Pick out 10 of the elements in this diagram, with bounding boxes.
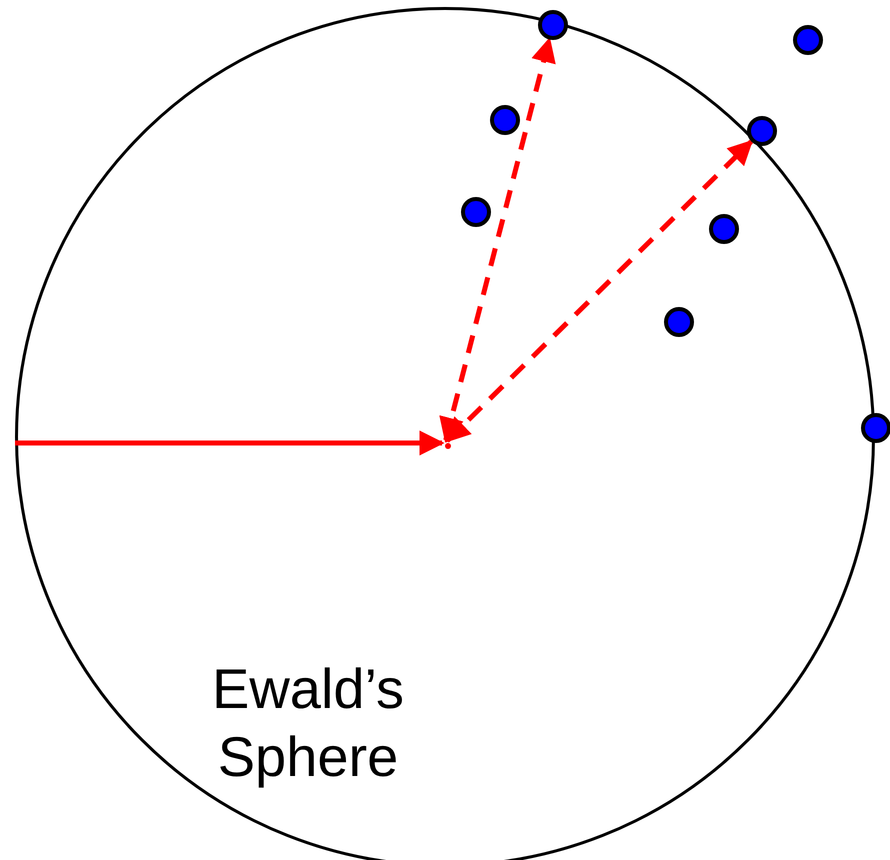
lattice-point <box>664 307 694 337</box>
lattice-point <box>490 105 520 135</box>
lattice-point <box>709 214 739 244</box>
center-point <box>445 443 451 449</box>
lattice-point <box>461 197 491 227</box>
sphere-label: Ewald’s Sphere <box>211 656 405 790</box>
arrow <box>439 37 556 443</box>
lattice-point <box>861 413 890 443</box>
arrow <box>15 430 444 456</box>
arrow <box>445 140 754 443</box>
